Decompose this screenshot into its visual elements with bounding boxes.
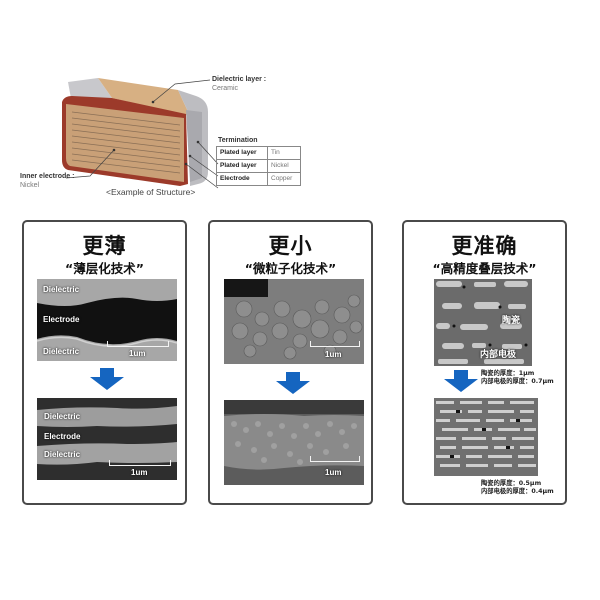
panel-subtitle: “薄层化技术”	[65, 261, 144, 276]
termination-label: Termination	[218, 137, 258, 144]
dielectric-layer-label: Dielectric layer :	[212, 76, 267, 83]
sem-image-before: Dielectric Electrode Dielectric 1um	[37, 279, 177, 361]
panel-subtitle: “高精度叠层技术”	[432, 261, 537, 276]
inner-electrode-material: Nickel	[20, 182, 40, 189]
scale-bar	[109, 460, 171, 466]
thickness-note-after: 陶瓷的厚度：0.5μm 内部电极的厚度：0.4μm	[481, 480, 554, 495]
panel-title: 更薄	[82, 234, 127, 258]
panel-subtitle: “微粒子化技术”	[244, 261, 337, 276]
sem-image-after: 1um	[224, 400, 364, 485]
down-arrow-icon	[276, 372, 310, 394]
down-arrow-icon	[444, 370, 478, 392]
sem-image-before: 1um	[224, 279, 364, 364]
panel-smaller: 更小 “微粒子化技术” 1um	[208, 220, 373, 505]
down-arrow-icon	[90, 368, 124, 390]
sem-image-after	[434, 398, 538, 476]
thickness-note-before: 陶瓷的厚度：1μm 内部电极的厚度：0.7μm	[481, 370, 554, 385]
mlcc-structure-diagram: Dielectric layer : Ceramic Inner electro…	[0, 60, 320, 210]
panel-title: 更小	[268, 234, 313, 258]
structure-caption: <Example of Structure>	[106, 187, 196, 197]
panel-thinner: 更薄 “薄层化技术” Dielectric Electrode Dielectr…	[22, 220, 187, 505]
panel-more-precise: 更准确 “高精度叠层技术” 陶瓷 内部电极 陶瓷的厚度：1μm 内部电极的厚度：…	[402, 220, 567, 505]
dielectric-material: Ceramic	[212, 85, 239, 92]
scale-bar	[310, 456, 360, 462]
scale-bar	[310, 341, 360, 347]
sem-image-before: 陶瓷 内部电极	[434, 279, 532, 366]
sem-image-after: Dielectric Electrode Dielectric 1um	[37, 398, 177, 480]
panel-title: 更准确	[451, 234, 518, 258]
inner-electrode-label: Inner electrode :	[20, 173, 75, 180]
scale-bar	[107, 341, 169, 347]
mlcc-chip-illustration	[62, 78, 219, 189]
